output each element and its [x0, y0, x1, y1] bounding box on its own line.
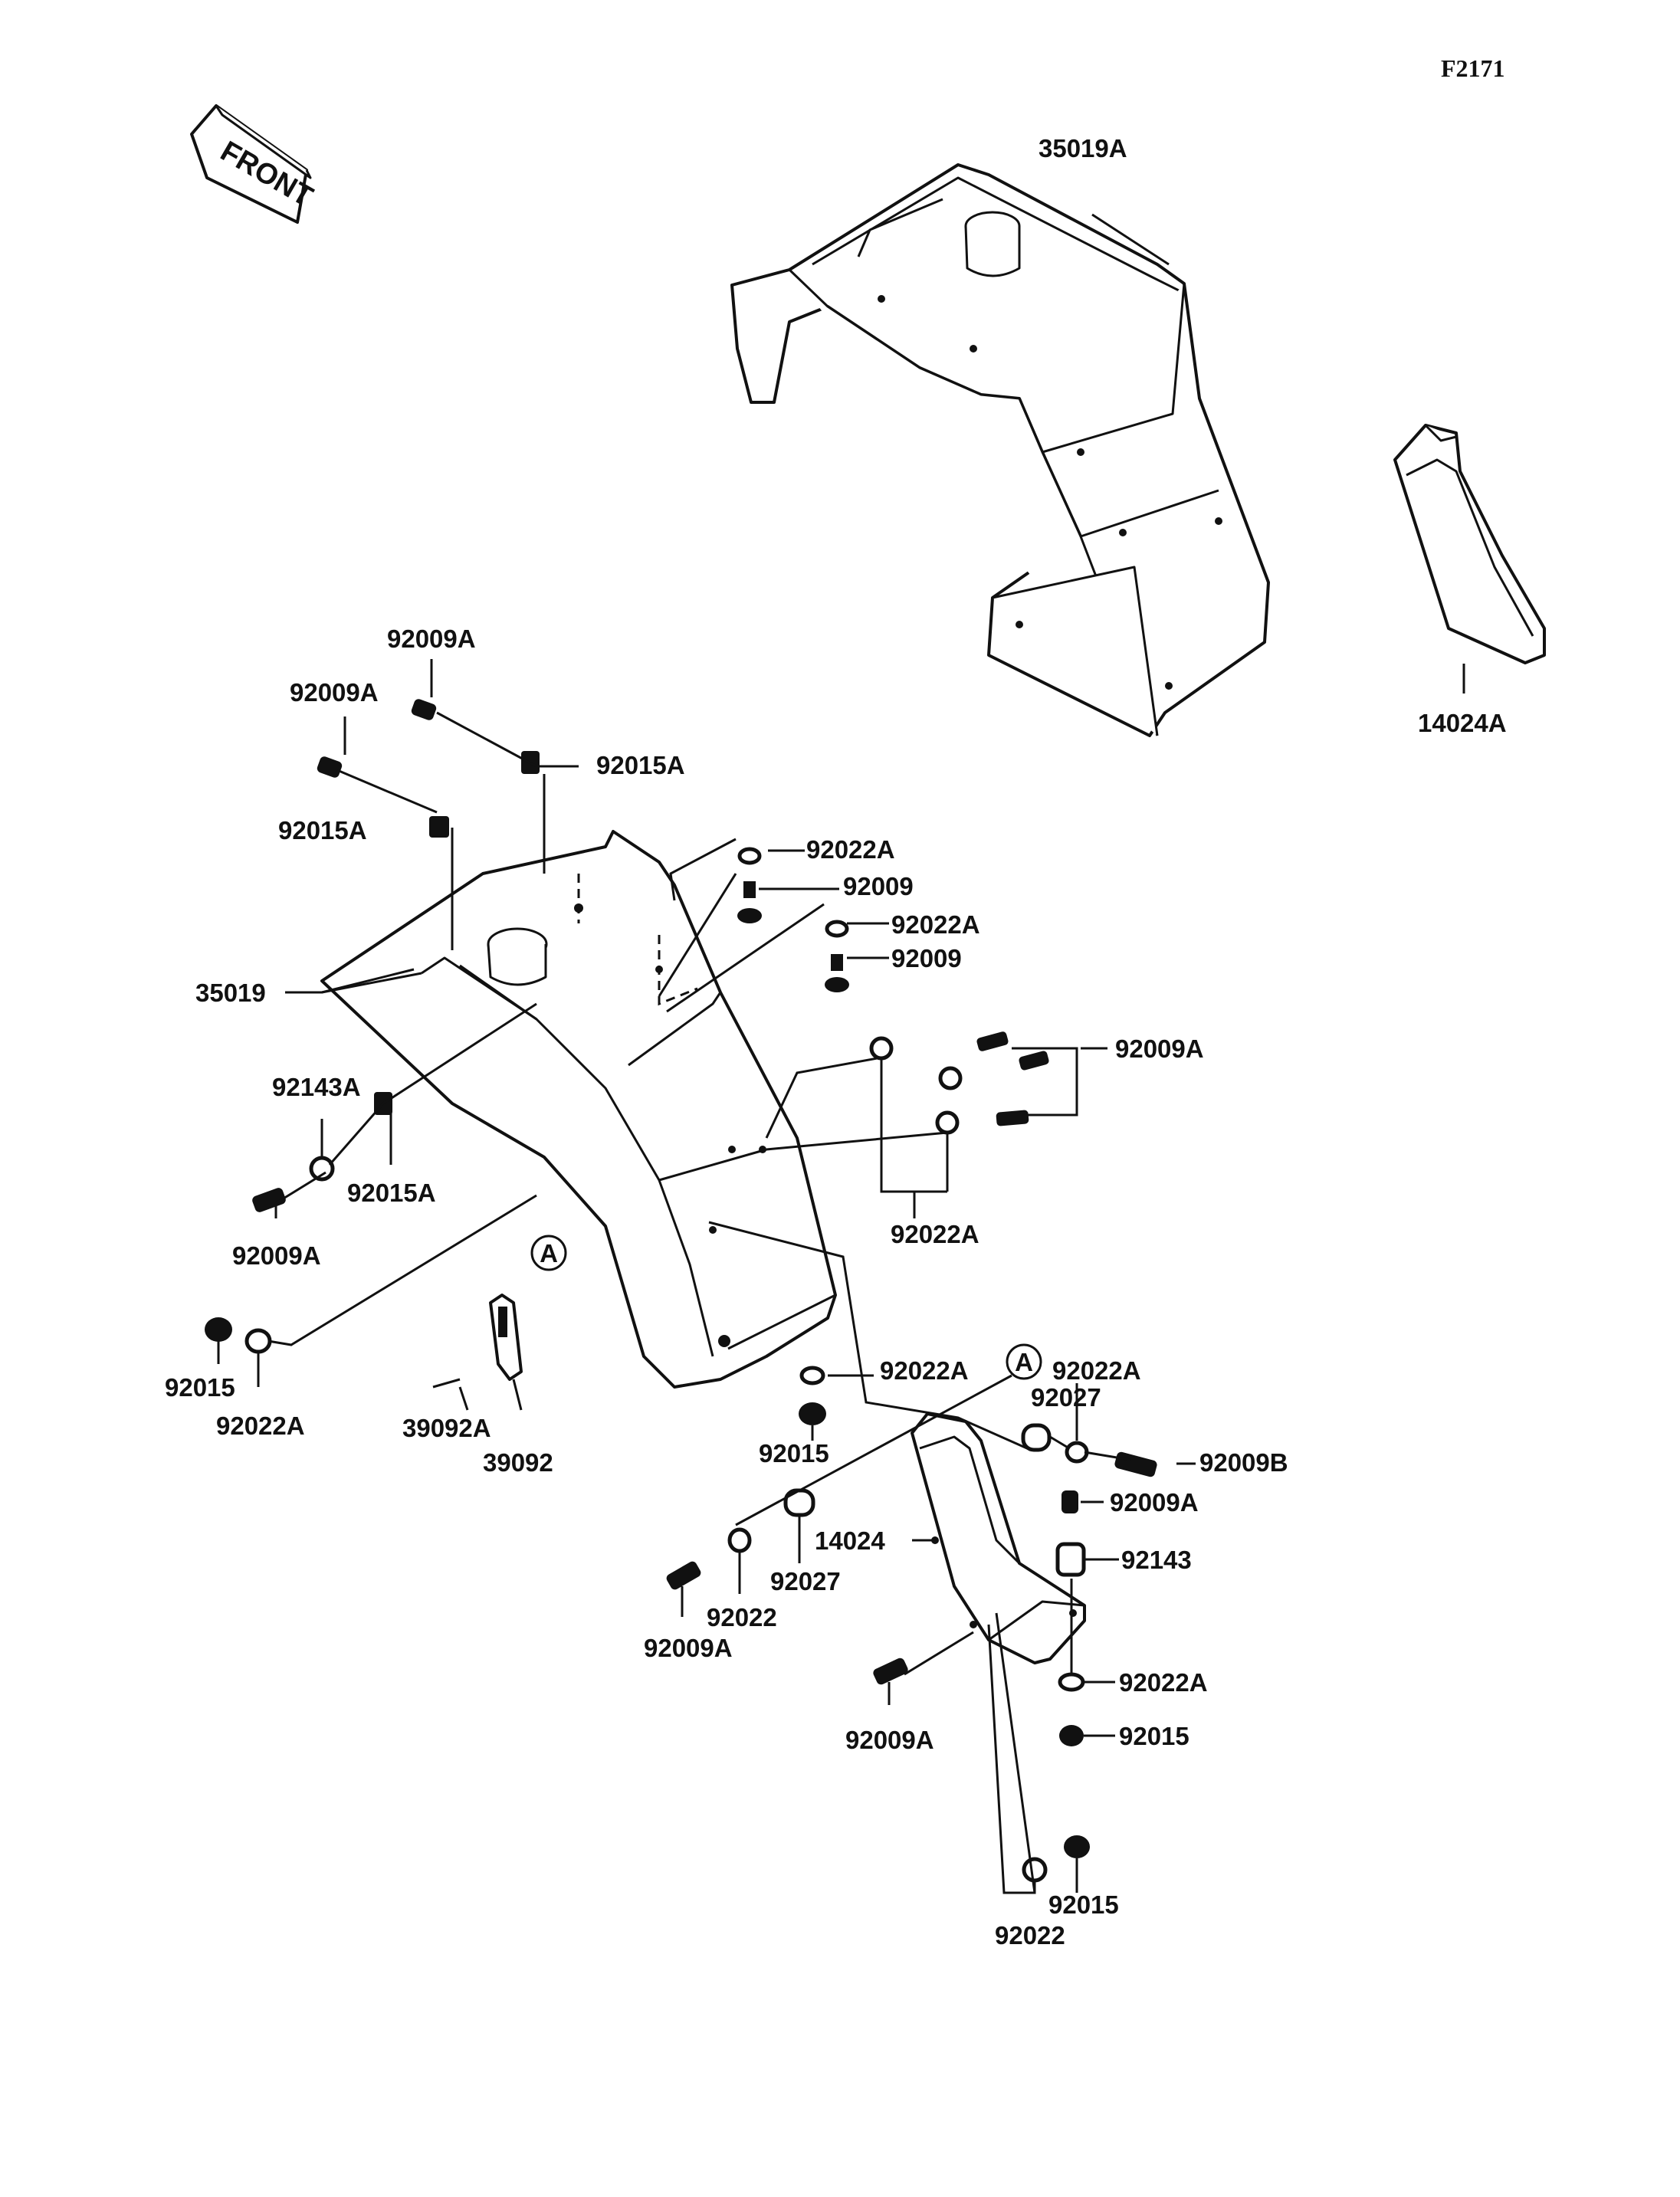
leader-lines [217, 213, 1465, 1894]
label-92009a: 92009A [232, 1241, 321, 1270]
callout-a-marker-left: A [530, 1235, 567, 1271]
label-92027: 92027 [1031, 1383, 1101, 1412]
mud-guard-14024a [1393, 424, 1546, 664]
label-14024a: 14024A [1418, 709, 1507, 737]
label-92022: 92022 [707, 1603, 777, 1631]
label-92009: 92009 [843, 872, 914, 900]
label-92022a: 92022A [891, 1220, 979, 1248]
label-92009b: 92009B [1199, 1448, 1288, 1477]
label-92143: 92143 [1121, 1546, 1192, 1574]
front-arrow-icon: FRONT [190, 104, 318, 224]
label-92015a: 92015A [596, 751, 685, 779]
label-35019a: 35019A [1039, 134, 1127, 162]
label-92022a: 92022A [880, 1356, 969, 1385]
label-92015a: 92015A [278, 816, 367, 844]
callout-a-marker-right: A [1006, 1343, 1042, 1380]
label-92015: 92015 [1048, 1890, 1119, 1919]
label-92015: 92015 [759, 1439, 829, 1467]
rear-fender-35019a [730, 163, 1270, 737]
figure-number: F2171 [1441, 54, 1505, 82]
label-35019: 35019 [195, 979, 266, 1007]
svg-text:A: A [1015, 1348, 1033, 1376]
label-92022a: 92022A [1052, 1356, 1141, 1385]
label-92009a: 92009A [290, 678, 379, 707]
pin-39092a-icon [432, 1378, 461, 1389]
label-92022a: 92022A [891, 910, 980, 939]
label-92022a: 92022A [806, 835, 895, 864]
label-92015a: 92015A [347, 1179, 436, 1207]
front-fender-35019 [320, 830, 837, 1389]
label-92009a: 92009A [387, 625, 476, 653]
label-92022a: 92022A [216, 1412, 305, 1440]
label-39092: 39092 [483, 1448, 553, 1477]
label-92009a: 92009A [1110, 1488, 1199, 1517]
label-92143a: 92143A [272, 1073, 361, 1101]
label-92022a: 92022A [1119, 1668, 1208, 1697]
label-92015: 92015 [1119, 1722, 1189, 1750]
label-92009: 92009 [891, 944, 962, 972]
label-92015: 92015 [165, 1373, 235, 1402]
label-92027: 92027 [770, 1567, 841, 1595]
label-39092a: 39092A [402, 1414, 491, 1442]
clip-39092 [489, 1294, 523, 1381]
label-92009a: 92009A [845, 1726, 934, 1754]
label-92022: 92022 [995, 1921, 1065, 1949]
part-labels: 35019A 14024A 92009A 92009A 92015A 92015… [165, 134, 1507, 1949]
svg-text:A: A [540, 1239, 558, 1267]
label-14024: 14024 [815, 1526, 885, 1555]
label-92009a: 92009A [644, 1634, 733, 1662]
label-92009a: 92009A [1115, 1035, 1204, 1063]
